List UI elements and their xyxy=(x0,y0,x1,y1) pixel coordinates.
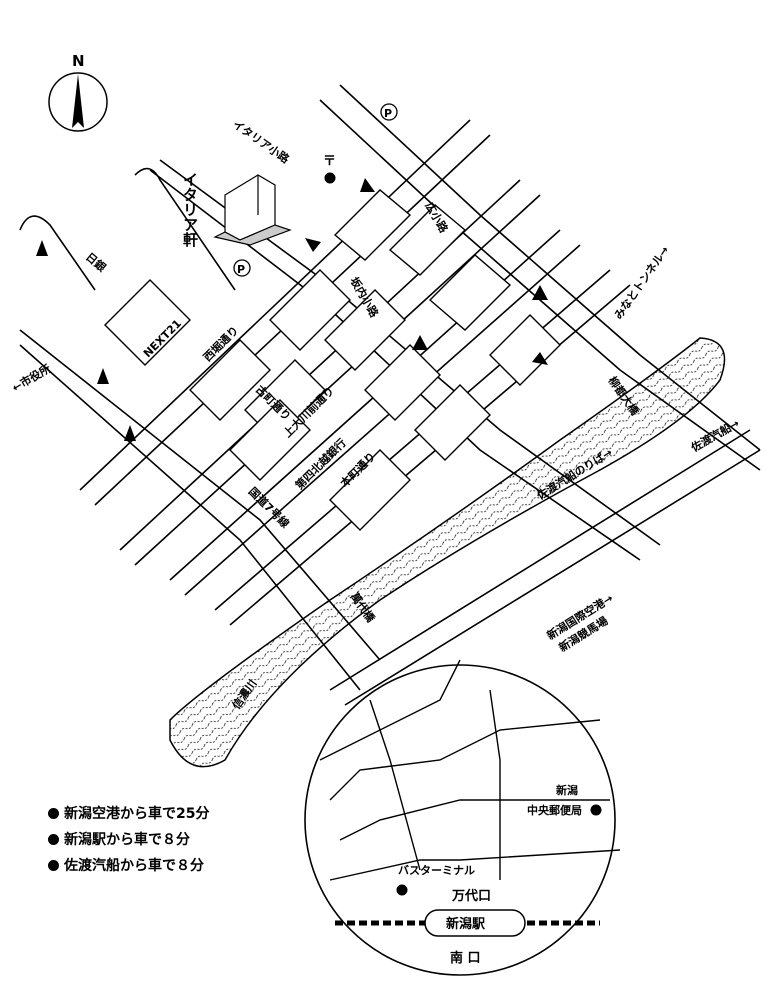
arrow-icon xyxy=(36,240,48,256)
italy-street-label: イタリア小路 xyxy=(230,117,293,167)
legend-item: 新潟駅から車で８分 xyxy=(48,826,308,852)
arrow-icon xyxy=(305,238,321,252)
hotel-building-icon xyxy=(213,174,292,246)
station-badge xyxy=(424,909,526,937)
nikkatsu-label: 日銀 xyxy=(83,250,109,275)
arrow-icon xyxy=(360,178,375,192)
post-office-dot xyxy=(590,804,602,816)
bus-terminal-dot xyxy=(396,884,408,896)
arrow-icon xyxy=(532,285,548,300)
city-blocks xyxy=(104,189,561,531)
legend-item: 新潟空港から車で25分 xyxy=(48,800,308,826)
legend-text: 新潟駅から車で８分 xyxy=(64,832,190,848)
city-hall-label: ←市役所 xyxy=(10,361,54,394)
arrow-icon xyxy=(412,335,428,350)
bandai-exit-label: 万代口 xyxy=(451,888,491,904)
post-office-label-2: 中央郵便局 xyxy=(527,803,582,817)
station-inset: 新潟 中央郵便局 バスターミナル 万代口 新潟駅 南 口 xyxy=(304,659,621,976)
parking-icon: P xyxy=(233,259,251,277)
north-label: N xyxy=(72,52,85,70)
arrow-icon xyxy=(532,352,548,365)
legend-text: 佐渡汽船から車で８分 xyxy=(64,858,204,874)
svg-text:〒: 〒 xyxy=(323,154,336,169)
legend-item: 佐渡汽船から車で８分 xyxy=(48,852,308,878)
bullet-icon xyxy=(48,859,59,871)
sado-ferry-label: 佐渡汽船→ xyxy=(688,416,742,455)
south-exit-label: 南 口 xyxy=(450,950,481,966)
bullet-icon xyxy=(48,833,59,845)
access-legend: 新潟空港から車で25分 新潟駅から車で８分 佐渡汽船から車で８分 xyxy=(48,800,308,878)
svg-text:P: P xyxy=(237,263,245,276)
hotel-label: イタリア軒 xyxy=(181,172,199,248)
minato-tunnel-label: みなとトンネル→ xyxy=(612,244,672,322)
bullet-icon xyxy=(48,807,59,819)
shinano-river xyxy=(169,337,726,768)
arrow-icon xyxy=(124,425,136,441)
one-way-arrows xyxy=(36,178,548,441)
post-office-label-1: 新潟 xyxy=(556,783,578,797)
compass-rose: N xyxy=(48,52,108,132)
post-office-icon: 〒 xyxy=(323,154,336,184)
station-label: 新潟駅 xyxy=(446,916,486,932)
legend-text: 新潟空港から車で25分 xyxy=(64,806,210,822)
arrow-icon xyxy=(97,368,109,384)
parking-icon: P xyxy=(380,103,398,121)
svg-text:P: P xyxy=(384,107,392,120)
bus-terminal-label: バスターミナル xyxy=(398,864,475,877)
